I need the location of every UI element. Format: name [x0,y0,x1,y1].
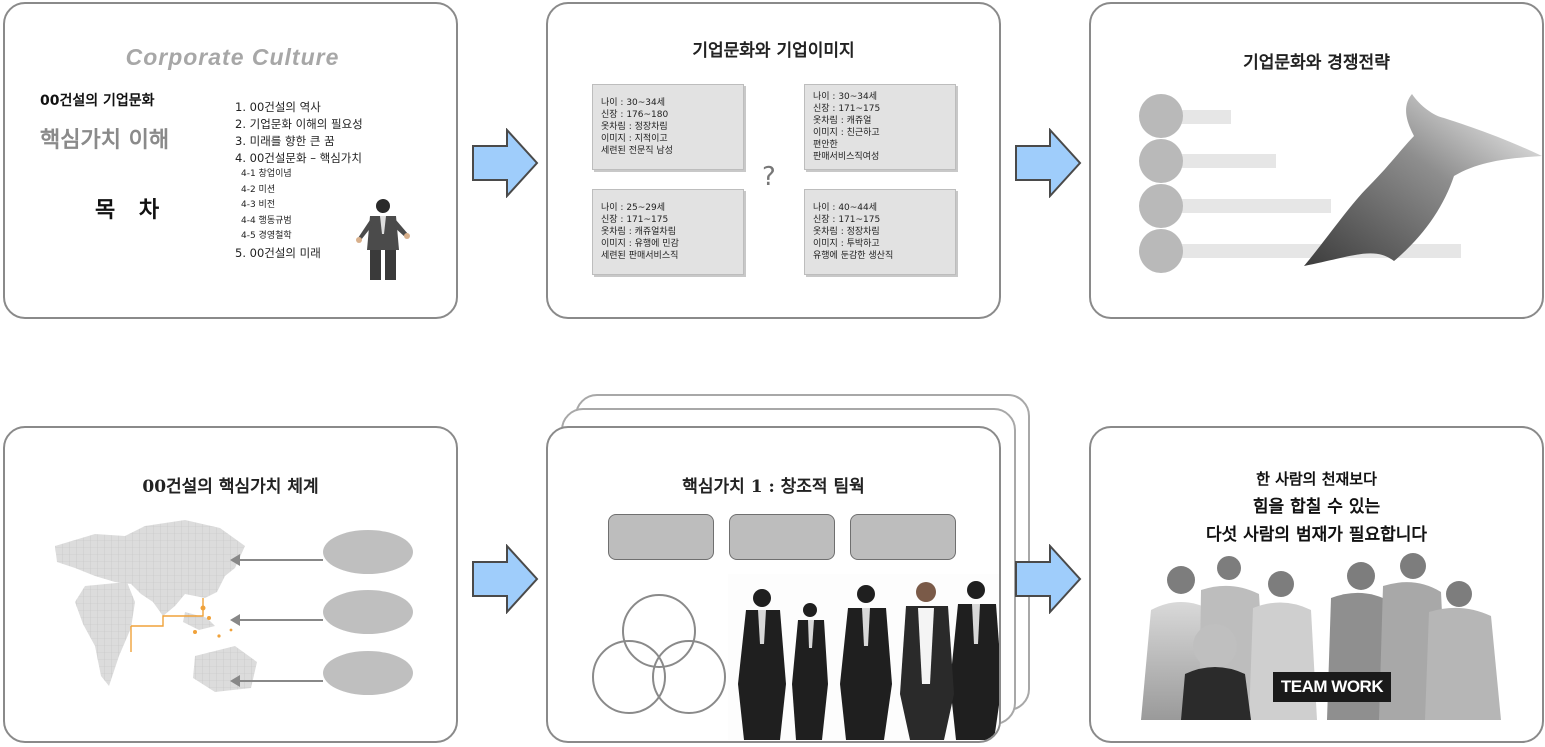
team-work-badge: TEAM WORK [1273,672,1391,702]
core-value-label: 핵심가치 이해 [40,128,170,153]
toc-subitem: 4-3 비전 [241,200,276,210]
slide-title: 핵심가치 1 : 창조적 팀웍 [682,477,865,497]
strategy-circle [1139,229,1183,273]
toc-item: 4. 00건설문화 – 핵심가치 [235,151,362,165]
slide-title: 기업문화와 경쟁전략 [1243,53,1390,73]
value-box [850,514,956,560]
slide-team-work: 한 사람의 천재보다 힘을 합칠 수 있는 다섯 사람의 범재가 필요합니다 T… [1089,426,1544,743]
core-value-oval [323,651,413,695]
strategy-circle [1139,184,1183,228]
presenter-image [356,199,410,280]
toc-item: 5. 00건설의 미래 [235,245,321,260]
toc-subitem: 4-1 창업이념 [241,169,292,179]
right-arrow-icon [1015,544,1082,614]
toc-item: 1. 00건설의 역사 [235,100,321,114]
slide-title: 00건설의 핵심가치 체계 [142,477,319,497]
left-arrow-icon [230,554,323,566]
toc-subitem: 4-2 미션 [241,184,276,195]
seagull-image [1304,94,1542,266]
value-box [729,514,835,560]
venn-circle [652,640,726,714]
strategy-circle [1139,139,1183,183]
slogan-line-2: 힘을 합칠 수 있는 [1252,497,1381,517]
toc-item: 2. 기업문화 이해의 필요성 [235,117,363,131]
strategy-bar [1161,199,1331,213]
core-value-oval [323,590,413,634]
slogan-line-3: 다섯 사람의 범재가 필요합니다 [1205,525,1428,545]
toc-item: 3. 미래를 향한 큰 꿈 [235,134,335,148]
toc-label: 목 차 [95,198,168,223]
slide-heading: Corporate Culture [125,44,340,70]
soccer-players-image [1141,553,1501,720]
slide-title: 기업문화와 기업이미지 [692,41,855,61]
toc-subitem: 4-4 행동규범 [241,215,292,226]
slide-competitive-strategy: 기업문화와 경쟁전략 [1089,2,1544,319]
business-people-image [728,574,999,740]
slide-creative-teamwork: 핵심가치 1 : 창조적 팀웍 [546,426,1001,743]
value-box [608,514,714,560]
slogan-line-1: 한 사람의 천재보다 [1256,470,1377,488]
question-mark: ? [762,162,776,192]
toc-subitem: 4-5 경영철학 [241,231,292,241]
strategy-bar [1161,154,1276,168]
toc-list: 1. 00건설의 역사 2. 기업문화 이해의 필요성 3. 미래를 향한 큰 … [235,99,363,262]
right-arrow-icon [1015,128,1082,198]
strategy-circle [1139,94,1183,138]
core-value-oval [323,530,413,574]
left-arrow-icon [230,614,323,626]
right-arrow-icon [472,544,539,614]
world-map-image [55,520,257,692]
slide-toc: Corporate Culture 00건설의 기업문화 핵심가치 이해 목 차… [3,2,458,319]
left-arrow-icon [230,675,323,687]
slide-core-value-system: 00건설의 핵심가치 체계 [3,426,458,743]
right-arrow-icon [472,128,539,198]
company-culture-label: 00건설의 기업문화 [40,93,155,109]
